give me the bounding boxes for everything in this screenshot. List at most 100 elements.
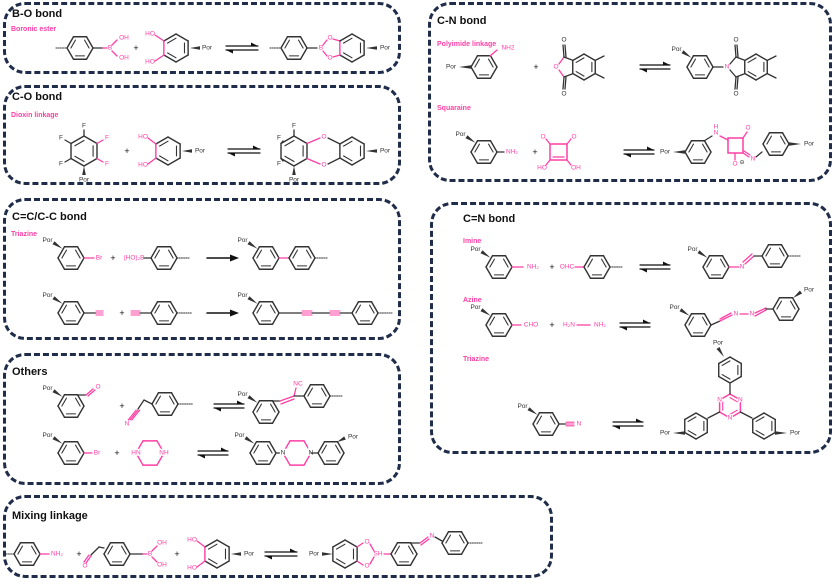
bond (566, 159, 572, 166)
bond (705, 55, 714, 68)
bond (252, 312, 261, 325)
atom-label: + (133, 43, 138, 53)
wedge-bond (366, 149, 377, 153)
atom-label: Por (470, 304, 481, 311)
bond (252, 257, 261, 270)
bond (470, 66, 479, 79)
atom-label: N (430, 533, 435, 540)
wedge-bond (322, 552, 333, 556)
subtitle-azine: Azine (463, 297, 482, 304)
bond (562, 44, 565, 58)
atom-label: F (105, 135, 109, 142)
bond (307, 246, 316, 259)
bond (288, 246, 297, 259)
wedge-bond (679, 308, 690, 316)
wedge-bond (480, 308, 491, 316)
bond (167, 136, 181, 145)
bond (394, 545, 401, 555)
wedge-bond (775, 431, 787, 435)
bond (791, 308, 800, 321)
bond (252, 301, 261, 314)
bond (729, 393, 742, 401)
bond (61, 397, 67, 407)
atom-label: HO (187, 565, 197, 572)
arrowhead (214, 408, 221, 412)
wedge-bond (182, 149, 192, 153)
bond (169, 395, 175, 405)
bond (271, 411, 280, 424)
bond (280, 47, 289, 60)
atom-label: O (82, 563, 87, 570)
bond (85, 36, 94, 49)
bond (564, 76, 567, 90)
bond (292, 249, 299, 259)
bond (735, 73, 745, 78)
bond (137, 399, 145, 410)
bond (269, 304, 276, 314)
bond (249, 452, 258, 465)
bond (736, 76, 739, 90)
wedge-bond (480, 250, 491, 258)
atom-label: Por (79, 177, 90, 184)
bond (339, 33, 353, 42)
bond (772, 297, 781, 310)
bond (280, 135, 295, 145)
wedge-bond (247, 296, 258, 304)
atom-label: + (119, 308, 124, 318)
bond (83, 554, 90, 563)
bond (332, 539, 346, 548)
bond (551, 423, 560, 436)
bond (57, 301, 66, 314)
bond (127, 409, 137, 421)
arrowhead (643, 319, 650, 323)
bond (168, 304, 174, 314)
bond (57, 312, 66, 325)
atom-label: N (717, 397, 722, 404)
arrowhead (221, 447, 228, 451)
atom-label: Por (804, 141, 815, 148)
wedge-bond (673, 431, 685, 435)
bond (489, 66, 498, 79)
bond (719, 258, 726, 268)
bond (61, 249, 67, 259)
atom-label: OH (157, 562, 167, 569)
bond (83, 135, 98, 145)
bond (460, 531, 469, 544)
bond (351, 157, 365, 166)
bond (502, 258, 509, 268)
bond (489, 55, 498, 68)
squaraine-ring (727, 137, 744, 154)
bond (572, 72, 585, 81)
bond (135, 440, 144, 454)
bond (370, 312, 379, 325)
bond (434, 536, 443, 542)
bond (284, 39, 291, 49)
bond (306, 137, 321, 145)
atom-label: Por (660, 149, 671, 156)
bond (781, 132, 790, 145)
bond (344, 539, 358, 548)
bond (458, 534, 465, 544)
bond (64, 139, 72, 145)
bond (155, 157, 169, 166)
atom-label: Por (687, 246, 698, 253)
wedge-bond (247, 395, 258, 403)
atom-label: N (725, 64, 730, 71)
bond (703, 58, 710, 68)
bond (734, 76, 737, 90)
atom-label: + (114, 448, 119, 458)
bond (409, 542, 418, 555)
bond (718, 356, 731, 365)
bond (772, 308, 781, 321)
arrowhead (620, 327, 627, 331)
bond (687, 429, 697, 436)
bond (279, 395, 295, 402)
bond (306, 157, 321, 165)
bond (150, 312, 159, 325)
atom-label: Por (348, 434, 359, 441)
bond (103, 542, 112, 555)
bond (166, 37, 177, 44)
bond (163, 33, 177, 42)
bond (575, 71, 585, 77)
wedge-bond (231, 552, 241, 556)
